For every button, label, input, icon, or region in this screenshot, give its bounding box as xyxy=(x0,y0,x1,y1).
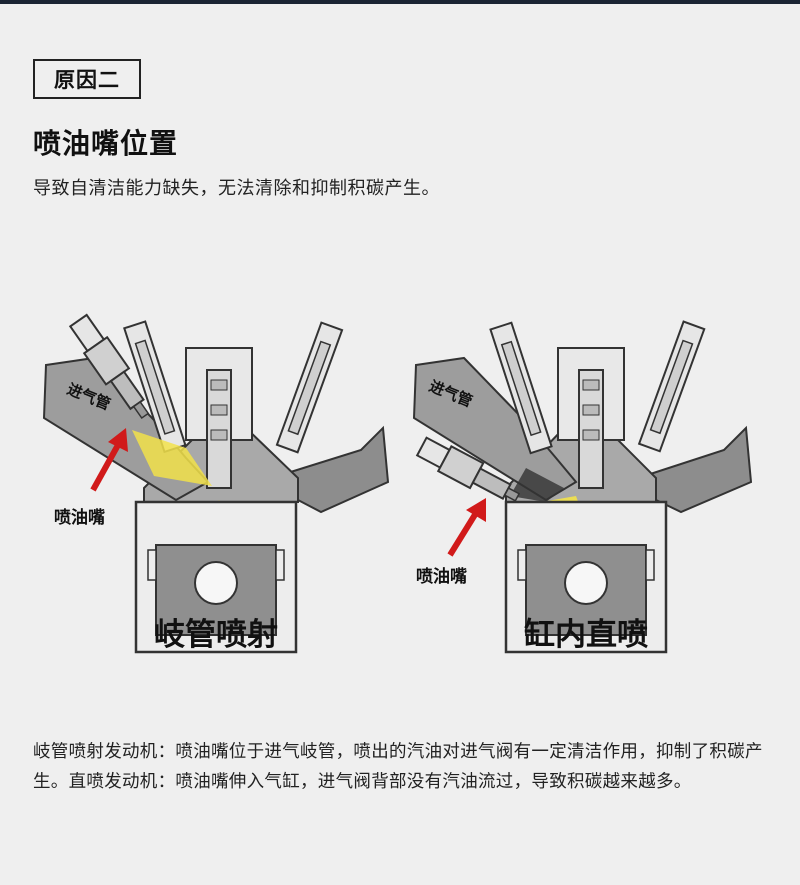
page-subtitle: 导致自清洁能力缺失，无法清除和抑制积碳产生。 xyxy=(33,178,440,199)
direct-engine-illustration: 进气管 喷油嘴 缸内直喷 xyxy=(412,320,753,654)
section-tag: 原因二 xyxy=(33,59,141,99)
carbon-deposit xyxy=(510,468,564,502)
top-bar xyxy=(0,0,800,4)
manifold-engine-illustration: 进气管 喷油嘴 岐管喷射 xyxy=(42,313,390,654)
arrow-icon xyxy=(108,428,128,452)
nozzle-label: 喷油嘴 xyxy=(54,507,105,528)
manifold-injection-diagram: 进气管 喷油嘴 岐管喷射 xyxy=(36,300,406,660)
manifold-injector xyxy=(68,313,150,420)
direct-injector xyxy=(415,436,521,502)
diagram-label: 岐管喷射 xyxy=(154,617,278,653)
arrow-icon xyxy=(466,498,486,522)
page-title: 喷油嘴位置 xyxy=(33,127,179,160)
caption-text: 岐管喷射发动机：喷油嘴位于进气岐管，喷出的汽油对进气阀有一定清洁作用，抑制了积碳… xyxy=(33,742,763,792)
fuel-spray xyxy=(132,430,212,486)
direct-injection-diagram: 进气管 喷油嘴 缸内直喷 xyxy=(406,300,776,660)
diagram-label: 缸内直喷 xyxy=(524,617,648,653)
nozzle-label: 喷油嘴 xyxy=(416,566,467,587)
intake-manifold-shape xyxy=(412,356,578,502)
